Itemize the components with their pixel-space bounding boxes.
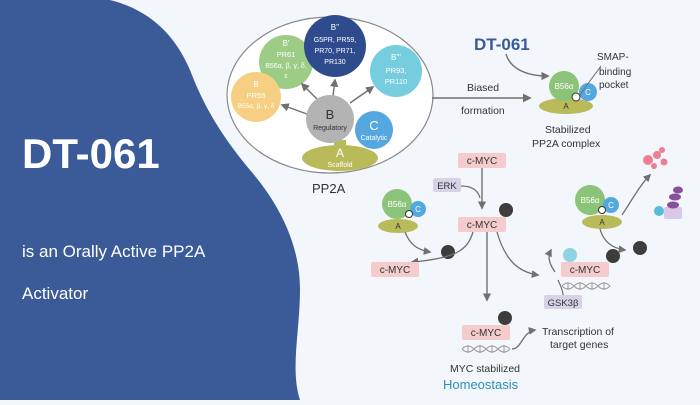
catalytic-c-subunit: C Catalytic bbox=[355, 111, 393, 149]
svg-text:B55α, β, γ, δ: B55α, β, γ, δ bbox=[238, 103, 275, 110]
stabilized-label-line1: Stabilized bbox=[545, 124, 591, 136]
svg-text:ε: ε bbox=[284, 73, 287, 80]
biased-label-line1: Biased bbox=[467, 82, 499, 94]
hero-panel bbox=[0, 0, 300, 400]
svg-text:B'': B'' bbox=[331, 23, 340, 32]
myc-stabilized-label: MYC stabilized bbox=[450, 363, 520, 375]
dna-helix-bottom bbox=[461, 345, 511, 353]
svg-text:Regulatory: Regulatory bbox=[313, 125, 347, 132]
arrow-right-complex-down bbox=[599, 228, 627, 254]
small-circle-teal bbox=[563, 248, 577, 262]
svg-text:B''': B''' bbox=[391, 53, 401, 62]
dt061-drug-label: DT-061 bbox=[474, 35, 530, 54]
complex-left: B56α C A bbox=[378, 189, 426, 233]
phosphate-bottom bbox=[498, 311, 512, 325]
arrow-center-to-left bbox=[410, 231, 474, 266]
smap-label-line2: binding bbox=[599, 67, 631, 78]
degraded-protein-icon bbox=[643, 147, 668, 169]
homeostasis-label: Homeostasis bbox=[443, 377, 519, 392]
svg-text:Scaffold: Scaffold bbox=[327, 162, 352, 169]
cmyc-label-left: c-MYC bbox=[380, 265, 411, 276]
svg-text:PR110: PR110 bbox=[385, 77, 407, 86]
svg-text:C: C bbox=[369, 118, 378, 133]
arrow-to-b-double-prime bbox=[329, 78, 339, 97]
hero-subtitle-line1: is an Orally Active PP2A bbox=[22, 242, 206, 261]
arrow-center-to-right bbox=[496, 231, 540, 278]
cmyc-label-bottom: c-MYC bbox=[471, 328, 502, 339]
svg-text:G5PR, PR59,: G5PR, PR59, bbox=[314, 37, 356, 44]
svg-text:B56α, β, γ, δ,: B56α, β, γ, δ, bbox=[265, 63, 307, 70]
b-prime-subunit: B' PR61 B56α, β, γ, δ, ε bbox=[259, 35, 313, 89]
svg-text:C: C bbox=[415, 205, 421, 214]
transcription-line2: target genes bbox=[550, 339, 608, 351]
arrow-right-up bbox=[544, 248, 556, 273]
phosphate-right bbox=[606, 249, 620, 263]
pp2a-label: PP2A bbox=[312, 181, 346, 196]
erk-label: ERK bbox=[437, 181, 457, 192]
svg-text:B56α: B56α bbox=[555, 82, 574, 91]
svg-text:B: B bbox=[253, 80, 258, 89]
cmyc-label-center: c-MYC bbox=[467, 220, 498, 231]
cmyc-label-top: c-MYC bbox=[467, 156, 498, 167]
svg-text:C: C bbox=[585, 88, 591, 97]
arrow-to-b-triple-prime bbox=[349, 86, 375, 104]
arrow-to-degradation bbox=[621, 173, 652, 216]
svg-text:B56α: B56α bbox=[581, 196, 600, 205]
cmyc-box-right bbox=[561, 262, 609, 277]
svg-text:A: A bbox=[336, 146, 344, 160]
cmyc-box-left bbox=[371, 262, 419, 277]
stabilized-label-line2: PP2A complex bbox=[532, 138, 601, 150]
proteasome-icon bbox=[654, 186, 683, 219]
cmyc-box-bottom bbox=[462, 325, 510, 340]
transcription-line1: Transcription of bbox=[542, 326, 614, 338]
svg-text:PR55: PR55 bbox=[247, 91, 266, 100]
smap-label-line3: pocket bbox=[599, 80, 629, 91]
phosphate-center bbox=[499, 203, 513, 217]
b-double-prime-subunit: B'' G5PR, PR59, PR70, PR71, PR130 bbox=[304, 15, 366, 77]
gsk3b-label: GSK3β bbox=[548, 298, 579, 309]
phosphate-far-right bbox=[633, 241, 647, 255]
b-pr55-subunit: B PR55 B55α, β, γ, δ bbox=[231, 72, 281, 122]
hero-subtitle-line2: Activator bbox=[22, 284, 88, 303]
smap-label-line1: SMAP- bbox=[597, 52, 629, 63]
biased-label-line2: formation bbox=[461, 105, 505, 117]
hero-title: DT-061 bbox=[22, 130, 160, 177]
b-triple-prime-subunit: B''' PR93, PR110 bbox=[370, 45, 422, 97]
scaffold-a-subunit: A Scaffold bbox=[302, 140, 378, 171]
phosphate-left bbox=[441, 245, 455, 259]
svg-text:A: A bbox=[599, 218, 605, 227]
svg-text:B: B bbox=[326, 107, 335, 122]
erk-box bbox=[433, 178, 461, 192]
smap-pointer-line bbox=[579, 65, 602, 96]
arrow-to-b-prime bbox=[300, 82, 319, 101]
svg-text:B': B' bbox=[283, 39, 290, 48]
svg-text:PR61: PR61 bbox=[277, 50, 296, 59]
drug-binding-arrow bbox=[505, 53, 550, 81]
svg-text:PR93,: PR93, bbox=[386, 66, 407, 75]
stabilized-complex: B56α C A bbox=[539, 71, 597, 114]
arrow-left-complex-to-phosphate bbox=[404, 231, 432, 255]
svg-text:A: A bbox=[395, 222, 401, 231]
regulatory-b-subunit: B Regulatory bbox=[306, 95, 354, 143]
dna-helix-right bbox=[561, 282, 611, 290]
svg-text:A: A bbox=[563, 102, 569, 111]
gsk3b-box bbox=[544, 295, 582, 309]
cmyc-label-right: c-MYC bbox=[570, 265, 601, 276]
gsk3b-arrow bbox=[557, 279, 564, 296]
svg-text:Catalytic: Catalytic bbox=[361, 135, 388, 142]
arrow-to-b-pr55 bbox=[280, 103, 308, 115]
svg-text:PR130: PR130 bbox=[324, 59, 346, 66]
complex-right: B56α C A bbox=[575, 185, 622, 229]
erk-arrow bbox=[460, 185, 481, 199]
svg-text:PR70, PR71,: PR70, PR71, bbox=[315, 48, 356, 55]
arrow-to-transcription bbox=[511, 327, 537, 350]
cmyc-box-center bbox=[458, 217, 506, 232]
cmyc-box-top bbox=[458, 153, 506, 168]
svg-text:C: C bbox=[608, 201, 614, 210]
svg-text:B56α: B56α bbox=[388, 200, 407, 209]
